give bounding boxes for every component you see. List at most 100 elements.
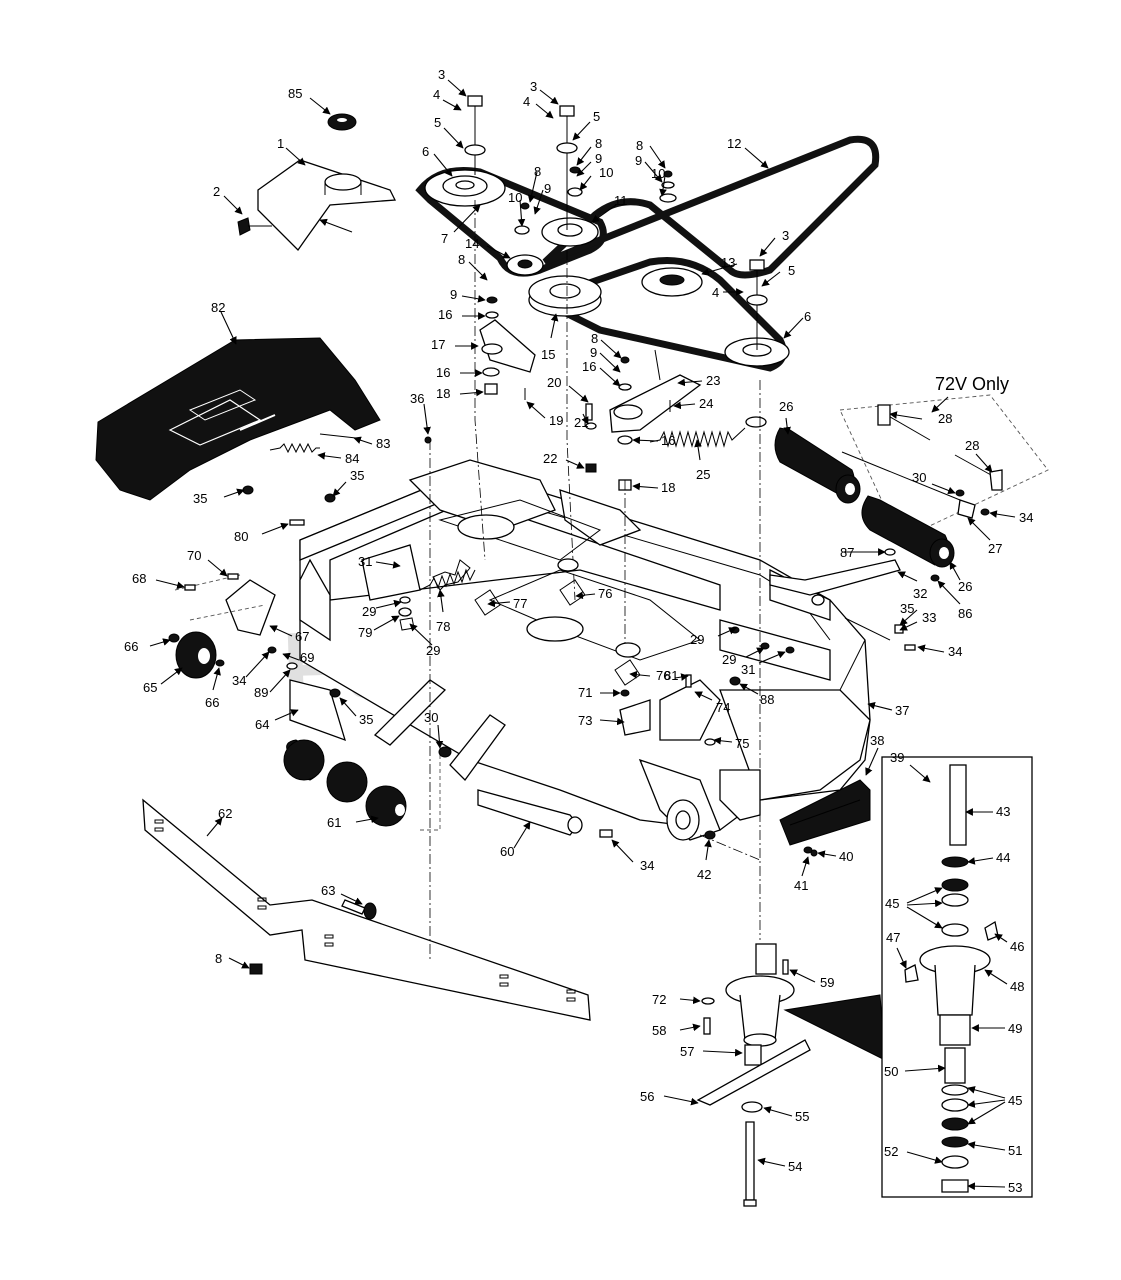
callout-87: 87 — [840, 545, 854, 560]
callout-72: 72 — [652, 992, 666, 1007]
support-rod-33 — [844, 617, 891, 641]
deflector-hinge-dash — [174, 574, 266, 621]
callout-5c: 5 — [788, 263, 795, 278]
callout-9d: 9 — [450, 287, 457, 302]
callout-10c: 10 — [651, 166, 665, 181]
callout-20: 20 — [547, 375, 561, 390]
pulley-right-upper — [641, 267, 703, 297]
leader-arrows — [149, 79, 1016, 1191]
callout-23: 23 — [706, 373, 720, 388]
callout-64: 64 — [255, 717, 269, 732]
pto-belt — [542, 135, 880, 279]
callout-29c: 29 — [690, 632, 704, 647]
deflector-rod — [319, 433, 357, 439]
callout-8e: 8 — [458, 252, 465, 267]
callout-18b: 18 — [661, 480, 675, 495]
centerline-2 — [566, 250, 576, 601]
callout-27: 27 — [988, 541, 1002, 556]
callout-18a: 18 — [436, 386, 450, 401]
callout-4b: 4 — [523, 94, 530, 109]
note-72v-only: 72V Only — [935, 374, 1009, 394]
callout-69: 69 — [300, 650, 314, 665]
callout-61: 61 — [327, 815, 341, 830]
washer-55 — [741, 1101, 763, 1113]
callout-8c: 8 — [215, 951, 222, 966]
deflector-spring — [269, 442, 320, 454]
deck-roller-lower — [861, 495, 955, 568]
centerline-1 — [474, 200, 486, 561]
wheel-bracket-67 — [225, 579, 276, 636]
callout-15: 15 — [541, 347, 555, 362]
callout-12: 12 — [727, 136, 741, 151]
roller-rod-32 — [769, 559, 901, 606]
hardware-stack-left — [464, 95, 486, 175]
callout-34c: 34 — [1019, 510, 1033, 525]
blade-56 — [696, 1039, 811, 1106]
callout-57: 57 — [680, 1044, 694, 1059]
callout-35a: 35 — [350, 468, 364, 483]
callout-73: 73 — [578, 713, 592, 728]
callout-3b: 3 — [530, 79, 537, 94]
callout-40: 40 — [839, 849, 853, 864]
callout-4c: 4 — [712, 285, 719, 300]
callout-74: 74 — [716, 700, 730, 715]
callout-16a: 16 — [438, 307, 452, 322]
callout-35c: 35 — [359, 712, 373, 727]
idler-arm-right — [609, 349, 702, 491]
callout-22: 22 — [543, 451, 557, 466]
callout-88: 88 — [760, 692, 774, 707]
callout-3a: 3 — [438, 67, 445, 82]
roller-bracket-27 — [957, 499, 976, 519]
callout-77: 77 — [513, 596, 527, 611]
callout-31b: 31 — [741, 662, 755, 677]
callout-62: 62 — [218, 806, 232, 821]
callout-54: 54 — [788, 1159, 802, 1174]
callout-63: 63 — [321, 883, 335, 898]
callout-11: 11 — [614, 193, 628, 208]
callout-29d: 29 — [722, 652, 736, 667]
callout-32: 32 — [913, 586, 927, 601]
callout-24: 24 — [699, 396, 713, 411]
callout-51: 51 — [1008, 1143, 1022, 1158]
spindle-housing — [725, 943, 795, 1047]
callout-82: 82 — [211, 300, 225, 315]
callout-5a: 5 — [434, 115, 441, 130]
callout-44: 44 — [996, 850, 1010, 865]
callout-6a: 6 — [422, 144, 429, 159]
callout-68: 68 — [132, 571, 146, 586]
callout-3c: 3 — [782, 228, 789, 243]
hardware-stack-right — [746, 259, 768, 350]
idler-pulley — [506, 254, 544, 276]
callout-16c: 16 — [582, 359, 596, 374]
callout-65: 65 — [143, 680, 157, 695]
callout-10b: 10 — [508, 190, 522, 205]
callout-10a: 10 — [599, 165, 613, 180]
callout-9e: 9 — [590, 345, 597, 360]
bumper-38 — [779, 779, 871, 846]
callout-43: 43 — [996, 804, 1010, 819]
callout-45b: 45 — [1008, 1093, 1022, 1108]
spring-78 — [419, 568, 476, 591]
bolt-20 — [585, 403, 593, 421]
gauge-wheel-65 — [175, 631, 217, 679]
callout-70: 70 — [187, 548, 201, 563]
belt-cover — [257, 159, 397, 252]
callout-89: 89 — [254, 685, 268, 700]
bolt-63 — [341, 899, 377, 920]
callout-76a: 76 — [598, 586, 612, 601]
pulley-center — [541, 217, 599, 247]
callout-78: 78 — [436, 619, 450, 634]
callout-13: 13 — [721, 255, 735, 270]
callout-76b: 76 — [656, 668, 670, 683]
callout-38: 38 — [870, 733, 884, 748]
callout-39: 39 — [890, 750, 904, 765]
callout-34b: 34 — [640, 858, 654, 873]
callout-85: 85 — [288, 86, 302, 101]
callout-46: 46 — [1010, 939, 1024, 954]
tension-spring — [649, 427, 746, 448]
baffle-62 — [142, 798, 591, 1021]
callout-17: 17 — [431, 337, 445, 352]
callout-75: 75 — [735, 736, 749, 751]
bolt-58 — [703, 1017, 711, 1035]
callout-60: 60 — [500, 844, 514, 859]
